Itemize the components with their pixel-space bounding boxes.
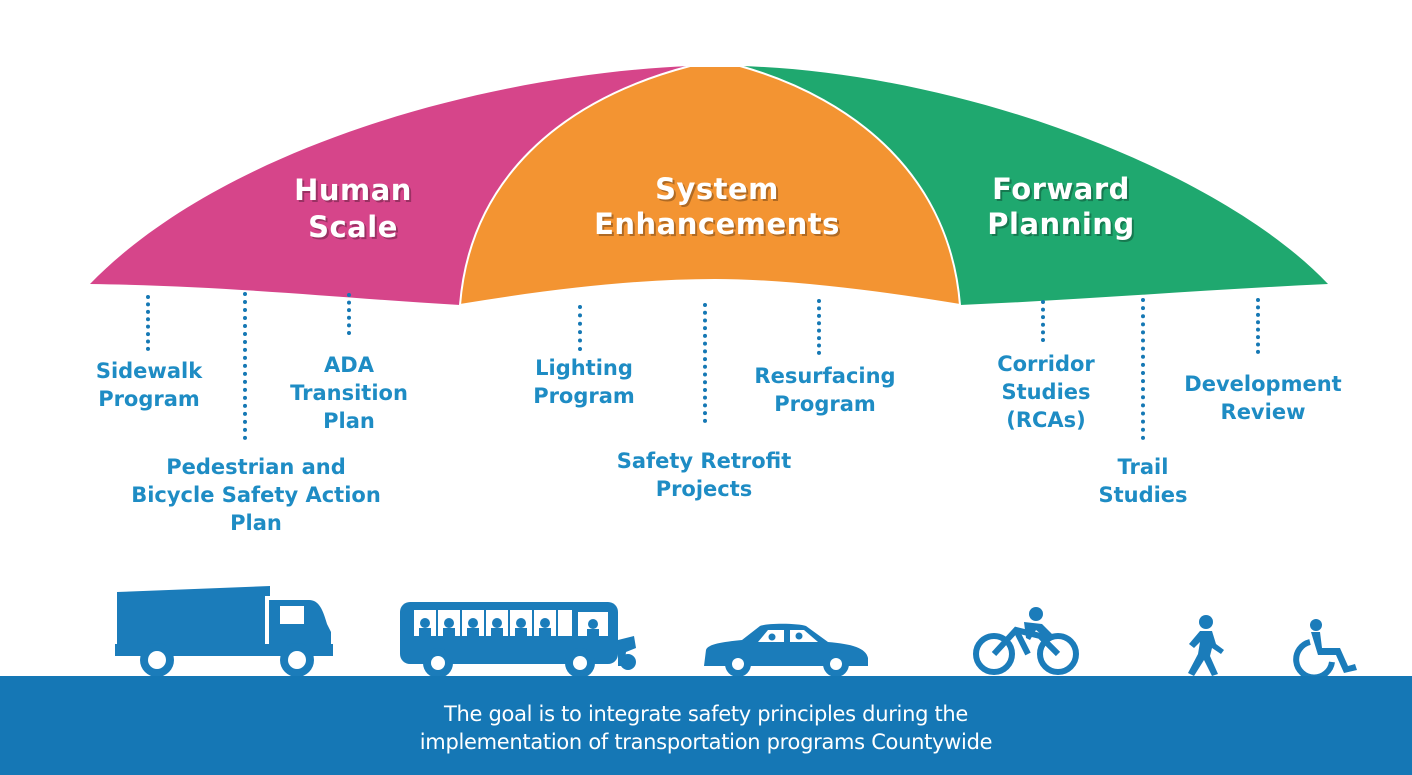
- bicycle-icon: [973, 607, 1079, 675]
- connector-lighting: [578, 305, 582, 351]
- label-sidewalk-program: Sidewalk Program: [96, 357, 202, 413]
- connector-ped-bike: [243, 292, 247, 440]
- dump-truck-icon: [115, 586, 333, 677]
- lighting-line-1: Lighting: [535, 356, 633, 380]
- footer-band: [0, 676, 1412, 775]
- bus-icon: [400, 602, 636, 678]
- wheelchair-icon: [1293, 619, 1357, 676]
- connector-sidewalk: [146, 295, 150, 351]
- sidewalk-line-1: Sidewalk: [95, 359, 203, 383]
- car-icon: [704, 623, 868, 677]
- forward-plan-shadow-1: Forward: [994, 174, 1132, 208]
- forward-plan-title-1: Forward: [992, 172, 1130, 206]
- goal-statement: The goal is to integrate safety principl…: [0, 700, 1412, 756]
- canopy-human-scale: [90, 66, 690, 305]
- corridor-line-3: (RCAs): [1006, 408, 1086, 432]
- label-development-review: Development Review: [1184, 370, 1341, 426]
- human-scale-title-2: Scale: [308, 210, 398, 244]
- label-safety-retrofit: Safety Retrofit Projects: [617, 447, 792, 503]
- system-enh-title-1: System: [655, 172, 779, 206]
- canopy-forward-planning: [740, 66, 1328, 305]
- goal-line-1: The goal is to integrate safety principl…: [443, 702, 969, 726]
- system-enh-title-2: Enhancements: [594, 207, 840, 241]
- forward-plan-title-2: Planning: [987, 207, 1134, 241]
- label-ped-bike-plan: Pedestrian and Bicycle Safety Action Pla…: [131, 453, 381, 537]
- ada-line-1: ADA: [324, 353, 374, 377]
- development-line-2: Review: [1220, 400, 1306, 424]
- forward-plan-shadow-2: Planning: [989, 209, 1136, 243]
- trail-line-2: Studies: [1098, 483, 1188, 507]
- trail-line-1: Trail: [1117, 455, 1169, 479]
- development-line-1: Development: [1184, 372, 1342, 396]
- ped-bike-line-1: Pedestrian and: [166, 455, 346, 479]
- connector-ada: [347, 293, 351, 335]
- lighting-line-2: Program: [533, 384, 635, 408]
- human-scale-shadow-2: Scale: [310, 212, 400, 246]
- ada-line-3: Plan: [323, 409, 375, 433]
- resurfacing-line-1: Resurfacing: [754, 364, 896, 388]
- connector-development: [1256, 298, 1260, 354]
- ada-line-2: Transition: [290, 381, 408, 405]
- goal-line-2: implementation of transportation program…: [419, 730, 993, 754]
- system-enh-shadow-1: System: [657, 174, 781, 208]
- connector-safety-retrofit: [703, 303, 707, 423]
- corridor-line-2: Studies: [1001, 380, 1091, 404]
- ped-bike-line-2: Bicycle Safety Action: [131, 483, 381, 507]
- safety-retrofit-line-2: Projects: [655, 477, 753, 501]
- label-lighting-program: Lighting Program: [533, 354, 635, 410]
- label-ada-transition-plan: ADA Transition Plan: [290, 351, 408, 435]
- label-corridor-studies: Corridor Studies (RCAs): [997, 350, 1095, 434]
- ped-bike-line-3: Plan: [230, 511, 282, 535]
- pedestrian-icon: [1188, 615, 1224, 676]
- connector-corridor: [1041, 300, 1045, 342]
- connector-trail: [1141, 298, 1145, 440]
- canopy-system-enhancements: [458, 65, 962, 307]
- system-enh-shadow-2: Enhancements: [596, 209, 842, 243]
- resurfacing-line-2: Program: [774, 392, 876, 416]
- label-resurfacing-program: Resurfacing Program: [754, 362, 895, 418]
- label-trail-studies: Trail Studies: [1098, 453, 1187, 509]
- corridor-line-1: Corridor: [997, 352, 1095, 376]
- sidewalk-line-2: Program: [98, 387, 200, 411]
- human-scale-title-1: Human: [294, 173, 412, 207]
- human-scale-shadow-1: Human: [296, 175, 414, 209]
- connector-resurfacing: [817, 299, 821, 355]
- safety-retrofit-line-1: Safety Retrofit: [616, 449, 792, 473]
